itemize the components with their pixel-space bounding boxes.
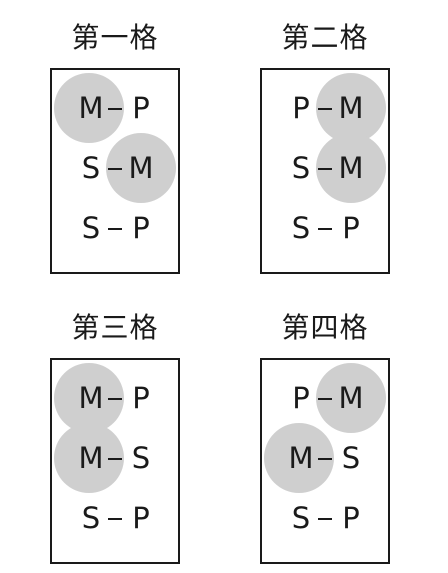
term-right: P xyxy=(342,211,360,245)
premise-row: M S xyxy=(52,423,178,493)
term-right: P xyxy=(132,501,150,535)
conclusion-row: S P xyxy=(262,198,388,258)
term-right: P xyxy=(342,501,360,535)
dash xyxy=(318,458,332,460)
figure-title: 第二格 xyxy=(281,21,369,54)
premise-row: S M xyxy=(52,133,178,203)
term-left: M xyxy=(78,441,104,475)
premise-row: M P xyxy=(52,363,178,433)
term-right: P xyxy=(132,381,150,415)
term-left: M xyxy=(78,91,104,125)
term-right: M xyxy=(338,91,364,125)
dash xyxy=(108,518,122,520)
term-right: M xyxy=(338,381,364,415)
term-left: M xyxy=(288,441,314,475)
term-left: S xyxy=(81,501,101,535)
term-left: S xyxy=(291,211,311,245)
dash xyxy=(318,108,332,110)
conclusion-row: S P xyxy=(52,488,178,548)
term-left: P xyxy=(292,91,310,125)
term-left: P xyxy=(292,381,310,415)
conclusion-row: S P xyxy=(262,488,388,548)
term-right: P xyxy=(132,211,150,245)
figure-box: M P M S S P xyxy=(50,358,180,564)
term-left: S xyxy=(291,151,311,185)
term-left: S xyxy=(81,211,101,245)
figure-title: 第一格 xyxy=(71,21,159,54)
figure-box: P M M S S P xyxy=(260,358,390,564)
term-left: S xyxy=(81,151,101,185)
term-right: P xyxy=(132,91,150,125)
term-right: M xyxy=(338,151,364,185)
figure-title: 第三格 xyxy=(71,311,159,344)
dash xyxy=(108,458,122,460)
premise-row: S M xyxy=(262,133,388,203)
dash xyxy=(108,168,122,170)
figure-box: M P S M S P xyxy=(50,68,180,274)
term-left: S xyxy=(291,501,311,535)
term-right: S xyxy=(341,441,361,475)
premise-row: M S xyxy=(262,423,388,493)
figure-title: 第四格 xyxy=(281,311,369,344)
dash xyxy=(318,518,332,520)
dash xyxy=(318,228,332,230)
dash xyxy=(108,228,122,230)
premise-row: P M xyxy=(262,73,388,143)
premise-row: M P xyxy=(52,73,178,143)
dash xyxy=(318,168,332,170)
conclusion-row: S P xyxy=(52,198,178,258)
dash xyxy=(108,398,122,400)
figure-box: P M S M S P xyxy=(260,68,390,274)
term-right: S xyxy=(131,441,151,475)
term-right: M xyxy=(128,151,154,185)
term-left: M xyxy=(78,381,104,415)
premise-row: P M xyxy=(262,363,388,433)
dash xyxy=(108,108,122,110)
dash xyxy=(318,398,332,400)
